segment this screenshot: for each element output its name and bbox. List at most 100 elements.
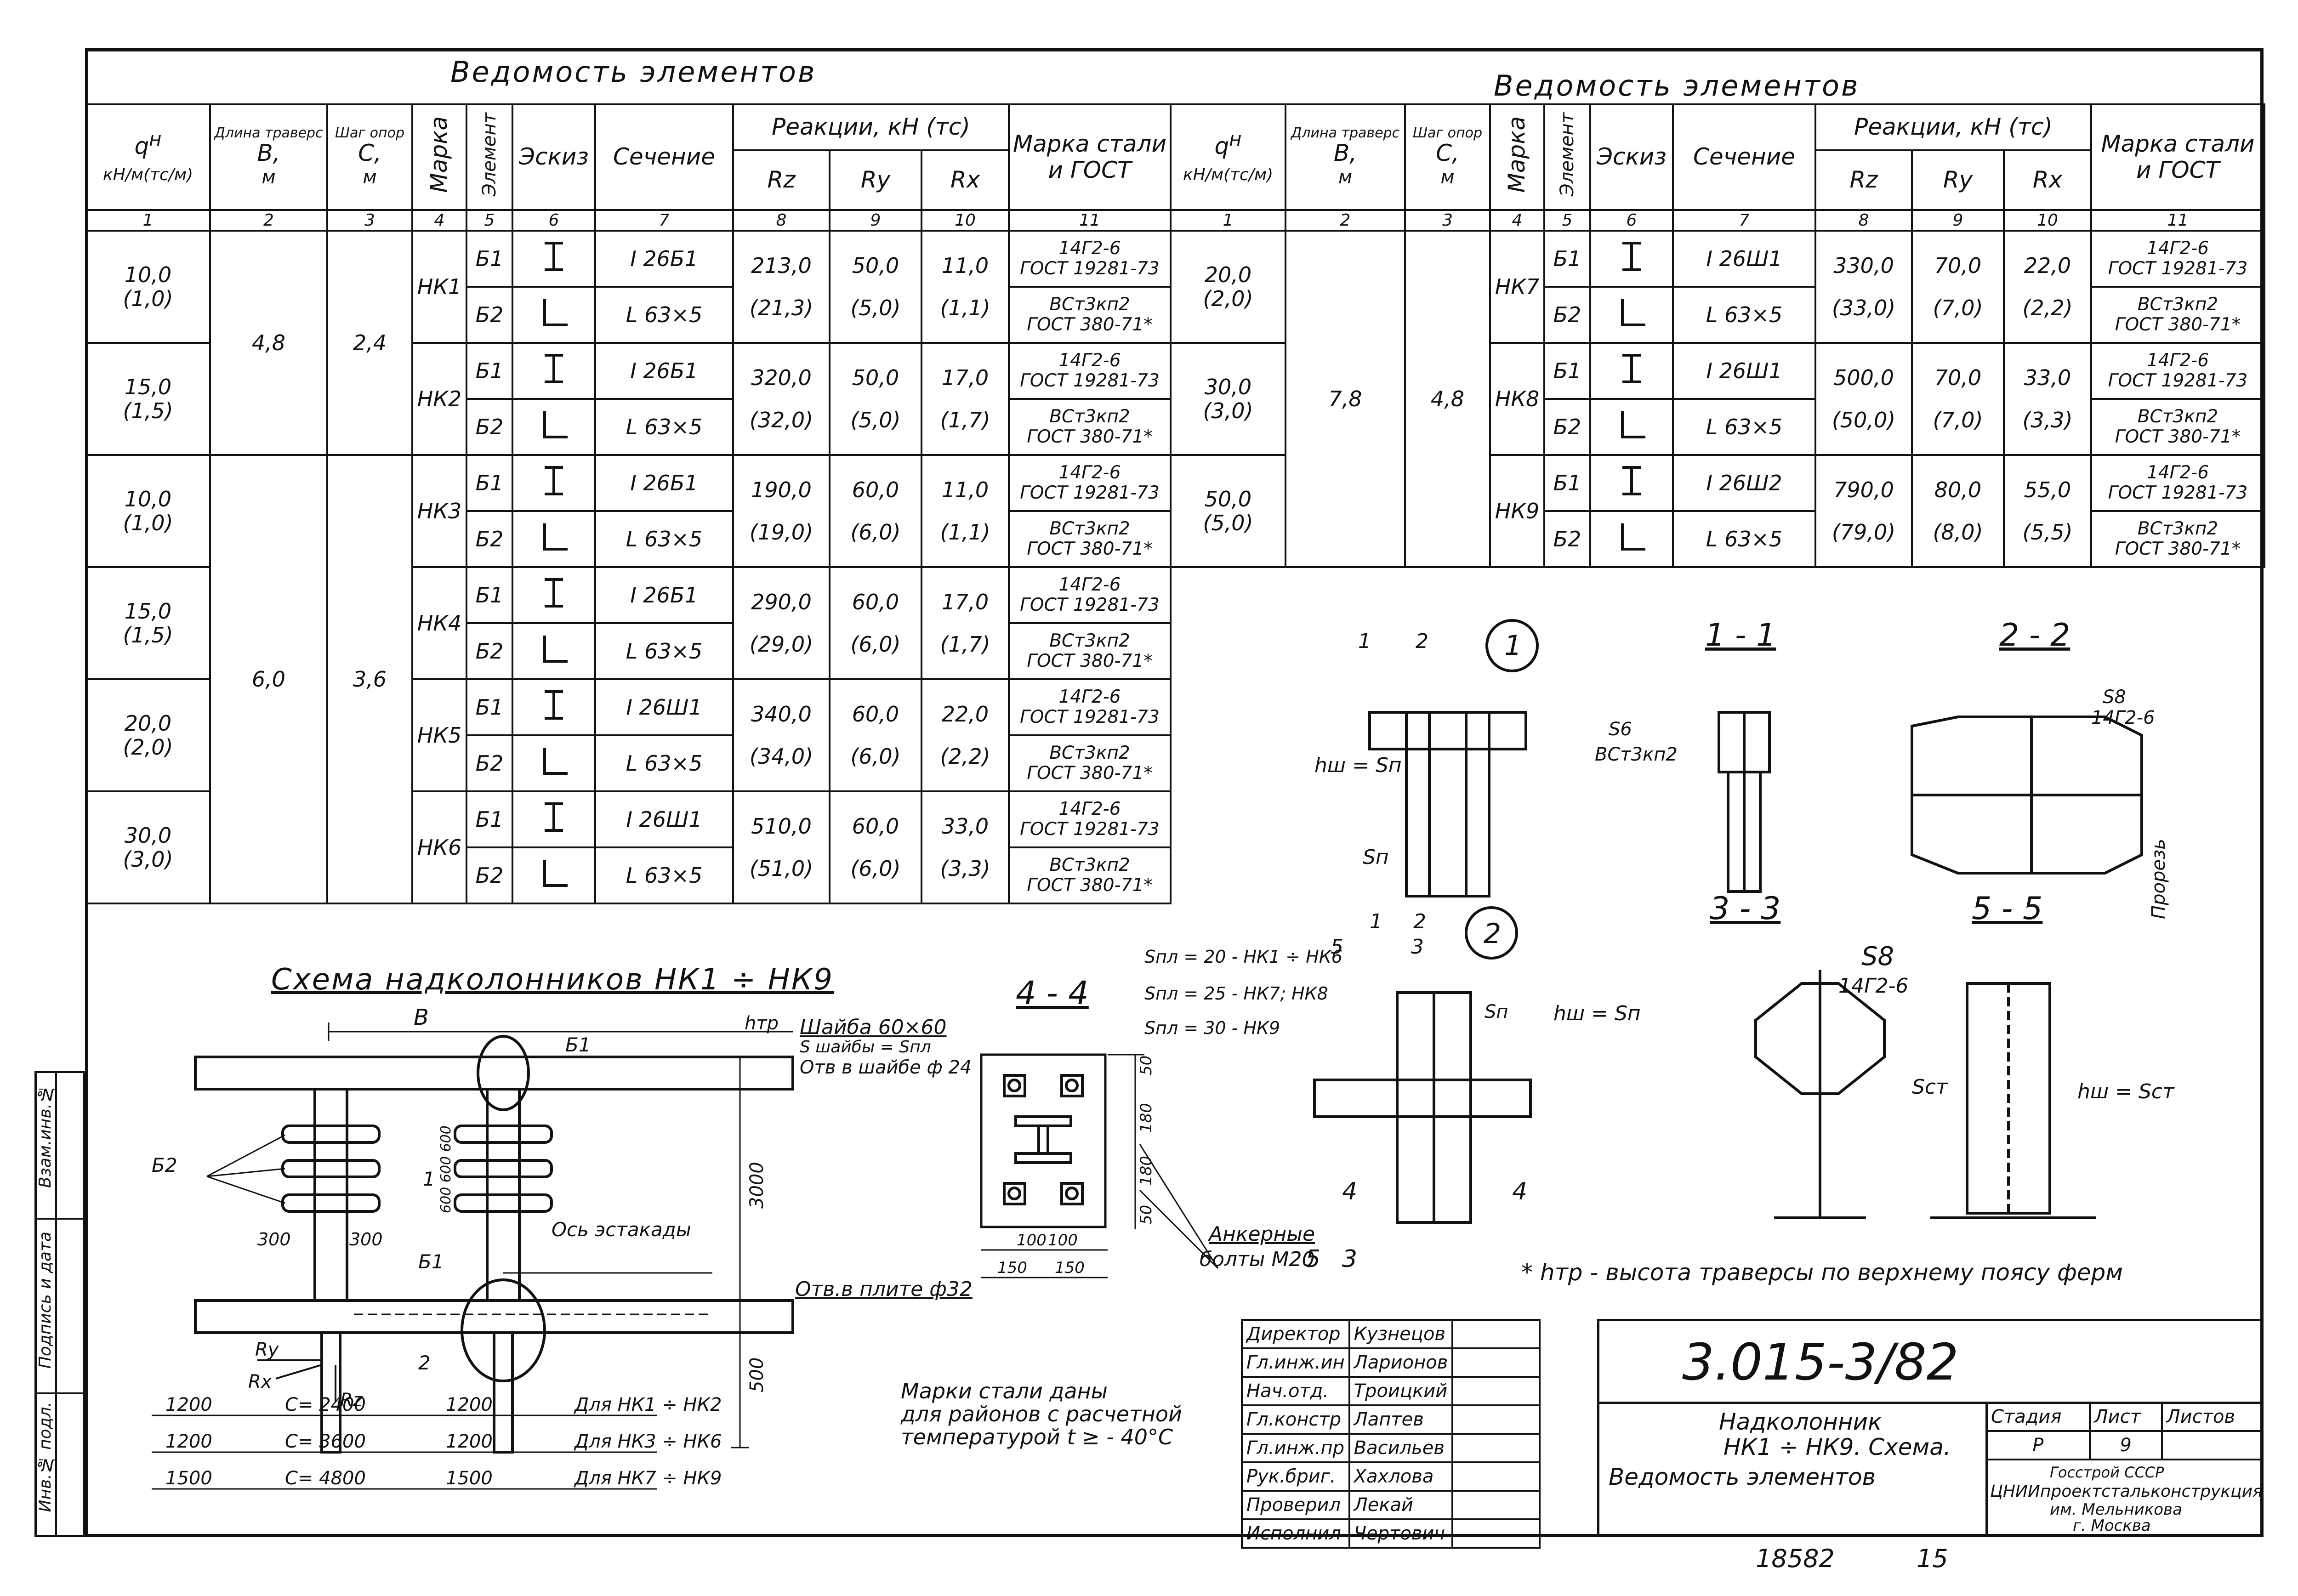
ibeam-sketch-icon <box>512 790 596 849</box>
element-cell: Б1 <box>466 342 513 400</box>
signature-cell <box>1451 1404 1541 1435</box>
q-value: 10,0 <box>124 262 172 287</box>
rx-value: 55,0 <box>2024 477 2071 502</box>
v180b: 180 <box>1137 1156 1155 1186</box>
steel-gost: ГОСТ 19281-73 <box>1020 258 1160 279</box>
mark-cell: НК3 <box>411 454 467 568</box>
rz-value-tc: (34,0) <box>749 744 813 769</box>
q-value-tc: (5,0) <box>1203 511 1253 536</box>
col-ry: Ry <box>1911 149 2005 211</box>
mark-cell: НК2 <box>411 342 467 456</box>
b1-label-2: Б1 <box>418 1250 444 1273</box>
bottom-beam <box>194 1299 794 1334</box>
ibeam-sketch-icon <box>512 566 596 625</box>
step-cell: 3,6 <box>326 454 413 905</box>
steel-gost: ГОСТ 380-71* <box>1027 763 1153 784</box>
steel-grade: 14Г2-6 <box>1058 350 1121 371</box>
signature-row: Нач.отд.Троицкий <box>1241 1376 1541 1406</box>
steel-grade: 14Г2-6 <box>2146 238 2209 259</box>
section-cell: L 63×5 <box>594 622 734 681</box>
ry-cell: 80,0(8,0) <box>1911 454 2005 568</box>
signature-cell <box>1451 1433 1541 1463</box>
ry-value-tc: (6,0) <box>850 744 901 769</box>
ibeam-sketch-icon <box>1589 230 1674 288</box>
washer-hole: Отв в шайбе ф 24 <box>800 1057 972 1078</box>
right-table-title: Ведомость элементов <box>1494 69 1860 102</box>
signature-cell <box>1451 1490 1541 1520</box>
role-cell: Гл.инж.ин <box>1241 1347 1350 1378</box>
sign-label: Подпись и дата <box>36 1232 55 1369</box>
element-cell: Б2 <box>1543 398 1591 456</box>
h100a: 100 <box>1017 1231 1047 1250</box>
rx-cell: 33,0(3,3) <box>921 790 1010 905</box>
ibeam-sketch-icon <box>512 454 596 512</box>
ry-cell: 50,0(5,0) <box>829 342 922 456</box>
steel-grade: ВСт3кп2 <box>2137 518 2218 539</box>
washer-label: Шайба 60×60 <box>800 1016 947 1039</box>
element-cell: Б1 <box>466 454 513 512</box>
det-d1: 1 <box>1358 630 1371 653</box>
angle-sketch-icon <box>1589 510 1674 568</box>
hw-sp-label-2: hш = Sп <box>1553 1002 1641 1025</box>
mark-cell: НК7 <box>1489 230 1545 344</box>
element-cell: Б2 <box>466 286 513 344</box>
ry-value-tc: (8,0) <box>1933 520 1983 545</box>
ibeam-sketch-icon <box>512 678 596 737</box>
rx-value: 17,0 <box>941 365 989 390</box>
page-number: 15 <box>1917 1544 1948 1573</box>
scheme-row-c: C= 2400 <box>285 1394 366 1415</box>
rz-cell: 340,0(34,0) <box>732 678 830 793</box>
s6-steel: ВСт3кп2 <box>1595 744 1678 765</box>
steel-gost: ГОСТ 380-71* <box>2115 314 2241 335</box>
signature-cell <box>1451 1376 1541 1406</box>
ibeam-sketch-icon <box>512 342 596 400</box>
col-section: Сечение <box>594 103 734 211</box>
element-cell: Б1 <box>466 790 513 849</box>
rx-value-tc: (2,2) <box>2022 295 2073 321</box>
step-cell: 4,8 <box>1404 230 1491 568</box>
ry-cell: 60,0(6,0) <box>829 566 922 681</box>
q-value-tc: (1,0) <box>123 286 173 312</box>
rz-value-tc: (79,0) <box>1832 520 1896 545</box>
q-value-tc: (1,5) <box>123 623 173 648</box>
rx-cell: 22,0(2,2) <box>2003 230 2092 344</box>
org-3: им. Мельникова <box>2050 1500 2182 1519</box>
ry-value: 60,0 <box>852 701 899 727</box>
det-d5: 5 <box>1331 935 1343 959</box>
element-cell: Б1 <box>466 678 513 737</box>
steel-gost: ГОСТ 19281-73 <box>1020 483 1160 504</box>
element-cell: Б1 <box>466 566 513 625</box>
dim-b-label: B <box>414 1005 429 1030</box>
s8-label: S8 <box>2103 687 2126 708</box>
det-d2b: 2 <box>1413 910 1426 933</box>
section-cell: L 63×5 <box>594 398 734 456</box>
steel-note-3: температурой t ≥ - 40°C <box>901 1425 1173 1449</box>
angle-sketch-icon <box>1589 286 1674 344</box>
q-value-tc: (1,0) <box>123 511 173 536</box>
rz-value-tc: (21,3) <box>749 295 813 321</box>
node2-number: 2 <box>1484 918 1501 950</box>
title-block-line <box>1597 1402 2264 1404</box>
scheme-row-a: 1200 <box>165 1431 212 1452</box>
sst-label: Sст <box>1912 1075 1948 1099</box>
scheme-row-c: C= 4800 <box>285 1468 366 1489</box>
length-cell: 6,0 <box>209 454 328 905</box>
step-cell: 2,4 <box>326 230 413 456</box>
details-drawing: 1 2 1 2 1 2 5 3 hш = Sп Sп Sп hш = Sп 1 … <box>1313 617 2175 1224</box>
cut-5: 5 <box>1305 1245 1321 1273</box>
q-cell: 20,0(2,0) <box>1170 230 1286 344</box>
ry-value-tc: (5,0) <box>850 295 901 321</box>
q-value: 15,0 <box>124 374 172 399</box>
scheme-row-for: Для НК7 ÷ НК9 <box>574 1468 722 1489</box>
rx-value-tc: (3,3) <box>940 856 990 881</box>
